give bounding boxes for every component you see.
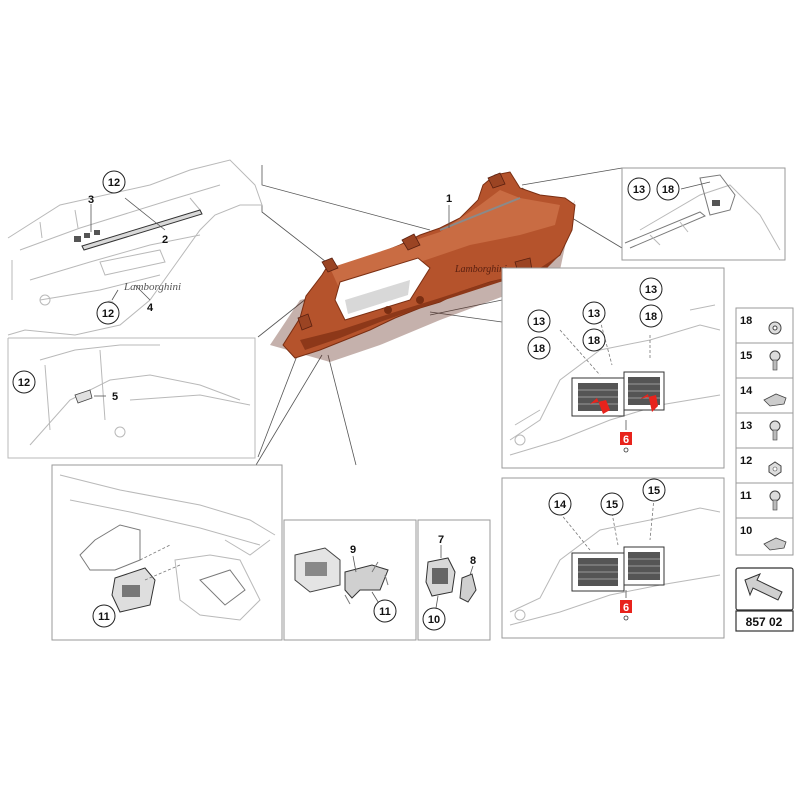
screw-icon bbox=[769, 490, 781, 511]
svg-text:11: 11 bbox=[98, 611, 110, 623]
callout-11-bottom-left: 11 bbox=[92, 604, 116, 628]
callout-4: 4 bbox=[147, 302, 154, 314]
legend-num-12: 12 bbox=[740, 455, 752, 467]
clip-icon bbox=[763, 393, 787, 407]
legend-num-13: 13 bbox=[740, 420, 752, 432]
callout-14: 14 bbox=[548, 492, 572, 516]
svg-text:12: 12 bbox=[102, 308, 114, 320]
diagram-code-box: 857 02 bbox=[735, 610, 794, 632]
panel-top-left: Lamborghini bbox=[7, 159, 263, 336]
svg-text:10: 10 bbox=[428, 614, 440, 626]
panel-bottom-left bbox=[51, 464, 283, 641]
orientation-arrow-box bbox=[735, 567, 794, 611]
callout-18-vent-b: 18 bbox=[582, 328, 606, 352]
legend-num-14: 14 bbox=[740, 385, 753, 397]
direction-arrow-icon bbox=[744, 573, 783, 601]
nut-icon bbox=[768, 461, 782, 477]
trim-piece bbox=[74, 389, 93, 404]
svg-text:15: 15 bbox=[606, 499, 618, 511]
screw-icon bbox=[769, 420, 781, 441]
callout-12-mid: 12 bbox=[96, 301, 120, 325]
lamborghini-emblem: Lamborghini bbox=[123, 281, 181, 293]
diagram-code: 857 02 bbox=[746, 615, 783, 629]
svg-text:13: 13 bbox=[588, 308, 600, 320]
callout-15-b: 15 bbox=[642, 478, 666, 502]
callout-2: 2 bbox=[162, 234, 168, 246]
callout-6-upper: 6 bbox=[620, 432, 632, 453]
panel-left-middle bbox=[7, 337, 256, 459]
dashboard-trim-panel: Lamborghini bbox=[270, 171, 576, 362]
callout-13-vent-b: 13 bbox=[582, 301, 606, 325]
callout-12-top: 12 bbox=[102, 170, 126, 194]
callout-13-vent-c: 13 bbox=[639, 277, 663, 301]
callout-10: 10 bbox=[422, 607, 446, 631]
callout-1: 1 bbox=[446, 193, 452, 205]
clip-icon bbox=[763, 537, 787, 551]
svg-text:12: 12 bbox=[108, 177, 120, 189]
svg-text:18: 18 bbox=[645, 311, 657, 323]
callout-6-lower: 6 bbox=[620, 600, 632, 621]
main-part-emblem: Lamborghini bbox=[454, 264, 507, 275]
callout-18-vent-c: 18 bbox=[639, 304, 663, 328]
callout-3: 3 bbox=[88, 194, 94, 206]
clip-part bbox=[74, 236, 81, 242]
callout-18-vent-a: 18 bbox=[527, 336, 551, 360]
callout-11-bottom-middle: 11 bbox=[373, 599, 397, 623]
callout-9: 9 bbox=[350, 544, 356, 556]
svg-text:13: 13 bbox=[633, 184, 645, 196]
legend-num-15: 15 bbox=[740, 350, 752, 362]
legend-num-18: 18 bbox=[740, 315, 752, 327]
screw-icon bbox=[769, 350, 781, 371]
callout-15-a: 15 bbox=[600, 492, 624, 516]
svg-text:13: 13 bbox=[533, 316, 545, 328]
callout-8: 8 bbox=[470, 555, 476, 567]
callout-5: 5 bbox=[112, 391, 118, 403]
svg-text:6: 6 bbox=[623, 434, 629, 446]
svg-text:14: 14 bbox=[554, 499, 567, 511]
svg-text:15: 15 bbox=[648, 485, 660, 497]
svg-text:18: 18 bbox=[588, 335, 600, 347]
callout-13-topright: 13 bbox=[627, 177, 651, 201]
trim-strip bbox=[81, 209, 203, 251]
svg-text:11: 11 bbox=[379, 606, 391, 618]
red-arrow-left bbox=[590, 398, 610, 414]
panel-vents-upper bbox=[501, 267, 725, 469]
legend-num-10: 10 bbox=[740, 525, 752, 537]
callout-7: 7 bbox=[438, 534, 444, 546]
callout-13-vent-a: 13 bbox=[527, 309, 551, 333]
svg-text:12: 12 bbox=[18, 377, 30, 389]
svg-text:18: 18 bbox=[533, 343, 545, 355]
callout-18-topright: 18 bbox=[656, 177, 680, 201]
svg-text:6: 6 bbox=[623, 602, 629, 614]
washer-icon bbox=[768, 321, 782, 335]
red-arrow-right bbox=[640, 394, 658, 412]
legend-num-11: 11 bbox=[740, 490, 752, 502]
fastener-legend: 18 15 14 13 12 11 10 bbox=[735, 307, 794, 556]
svg-text:18: 18 bbox=[662, 184, 674, 196]
svg-text:13: 13 bbox=[645, 284, 657, 296]
callout-12-left: 12 bbox=[12, 370, 36, 394]
